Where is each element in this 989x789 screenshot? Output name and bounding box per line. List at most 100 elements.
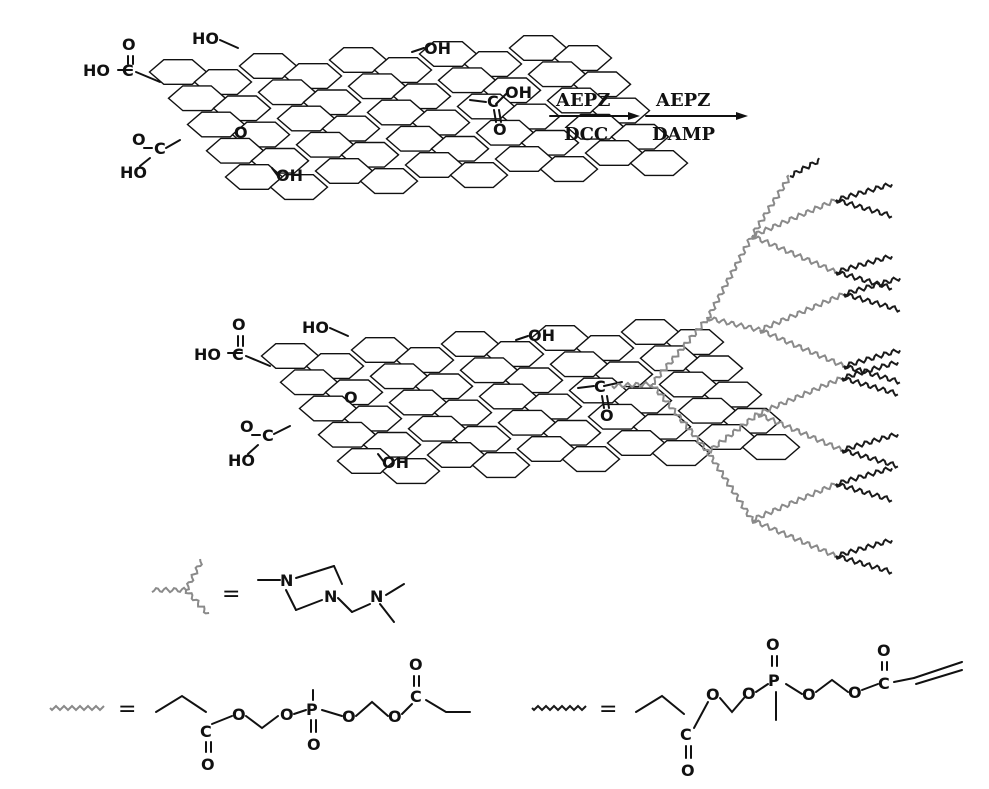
graphene-ring bbox=[205, 137, 265, 164]
graphene-ring bbox=[359, 167, 419, 195]
graphene-ring bbox=[328, 47, 388, 74]
outer-o1: O bbox=[706, 685, 720, 704]
arrowhead-step1 bbox=[628, 112, 640, 120]
top-carboxyl-oh-2: OH bbox=[505, 83, 532, 102]
graphene-ring bbox=[494, 145, 554, 173]
outer-c1: C bbox=[680, 725, 692, 744]
branch-point-icon bbox=[151, 558, 210, 615]
graphene-ring bbox=[459, 357, 519, 384]
graphene-ring bbox=[561, 446, 621, 473]
graphene-ring bbox=[565, 113, 625, 140]
graphene-ring bbox=[741, 434, 801, 461]
graphene-ring bbox=[295, 131, 355, 158]
bottom-sheet-bonds bbox=[227, 327, 623, 463]
graphene-ring bbox=[407, 415, 467, 442]
outer-o4: O bbox=[848, 683, 862, 702]
dendrimer-end-group bbox=[843, 292, 901, 313]
legend-inner-chain: = C O O O P O O O C O bbox=[49, 655, 471, 774]
graphene-ring bbox=[260, 343, 320, 369]
bottom-carboxyl-c-3: C bbox=[262, 426, 274, 445]
dendrimer-end-group bbox=[835, 466, 893, 487]
graphene-ring bbox=[238, 53, 298, 80]
graphene-ring bbox=[530, 325, 590, 351]
graphene-ring bbox=[148, 59, 208, 86]
dendrimer-branch-gen1 bbox=[650, 383, 710, 452]
inner-o4: O bbox=[388, 707, 402, 726]
dendrimer-end-group bbox=[841, 448, 899, 469]
dendrimer-end-group bbox=[843, 276, 901, 297]
graphene-ring bbox=[587, 403, 647, 430]
outer-chain-icon bbox=[531, 704, 587, 712]
dendrimer-end-group bbox=[835, 270, 893, 291]
graphene-ring bbox=[381, 458, 441, 485]
graphene-ring bbox=[677, 397, 737, 424]
inner-p: P bbox=[306, 700, 318, 719]
dendrimer-branch-gen3 bbox=[759, 329, 845, 368]
top-hydroxyl-right: OH bbox=[424, 39, 451, 58]
top-sheet-bonds bbox=[117, 39, 507, 177]
top-epoxy-o: O bbox=[234, 123, 248, 142]
dendrimer-branch-gen2 bbox=[706, 451, 754, 521]
graphene-ring bbox=[475, 119, 535, 146]
top-carboxyl-c-2: C bbox=[487, 92, 499, 111]
top-carboxyl-o-1: O bbox=[122, 35, 136, 54]
graphene-ring bbox=[279, 369, 339, 396]
reaction-arrows: AEPZ DCC AEPZ DAMP bbox=[549, 90, 748, 145]
dendrimer-end-group bbox=[835, 538, 893, 559]
dendrimer-branch-gen3 bbox=[751, 519, 837, 558]
graphene-ring bbox=[658, 371, 718, 398]
graphene-ring bbox=[546, 87, 606, 114]
graphene-ring bbox=[471, 452, 531, 479]
graphene-ring bbox=[549, 351, 609, 378]
branch-icon-arm bbox=[185, 558, 203, 591]
inner-o1: O bbox=[232, 705, 246, 724]
graphene-ring bbox=[508, 35, 568, 61]
dendrimer-end-group bbox=[789, 157, 820, 179]
top-hydroxyl-bottom: OH bbox=[276, 166, 303, 185]
graphene-ring bbox=[527, 61, 587, 88]
bottom-carboxyl-c-1: C bbox=[232, 345, 244, 364]
outer-p-o: O bbox=[766, 635, 780, 654]
legend-outer-equals: = bbox=[599, 697, 617, 722]
inner-p-o: O bbox=[307, 735, 321, 754]
inner-c1-o: O bbox=[201, 755, 215, 774]
graphene-ring bbox=[385, 125, 445, 152]
outer-o2: O bbox=[742, 684, 756, 703]
inner-c1: C bbox=[200, 722, 212, 741]
outer-c2-o: O bbox=[877, 641, 891, 660]
outer-o3: O bbox=[802, 685, 816, 704]
dendrimer-end-group bbox=[843, 348, 901, 369]
inner-chain-icon bbox=[49, 704, 105, 712]
graphene-ring bbox=[651, 440, 711, 467]
dendrimer-end-group bbox=[841, 360, 899, 381]
bottom-hydroxyl-bottom: OH bbox=[382, 453, 409, 472]
graphene-ring bbox=[404, 151, 464, 179]
branch-icon-arm bbox=[184, 589, 210, 615]
dendrimer-branch-gen3 bbox=[751, 482, 838, 523]
bottom-epoxy-o: O bbox=[344, 388, 358, 407]
dendrimer-branch-gen1 bbox=[651, 316, 709, 385]
graphene-ring bbox=[426, 442, 486, 468]
inner-chain-structure: C O O O P O O O C O bbox=[155, 655, 471, 774]
bottom-sheet-labels: HO OH O HO C O C O O C HO OH bbox=[194, 315, 614, 472]
dendrimer-stem bbox=[611, 380, 653, 390]
dendrimer-end-group bbox=[835, 198, 893, 219]
branch-icon-arm bbox=[151, 586, 187, 594]
graphene-ring bbox=[497, 409, 557, 436]
dendrimer-branch-gen3 bbox=[751, 198, 838, 239]
inner-c2: C bbox=[410, 687, 422, 706]
dendrimer-end-group bbox=[835, 554, 893, 575]
bottom-hydroxyl-left: HO bbox=[302, 318, 329, 337]
dendrimer-branch-gen3 bbox=[757, 413, 843, 452]
arrowhead-step2 bbox=[736, 112, 748, 120]
inner-o3: O bbox=[342, 707, 356, 726]
outer-p: P bbox=[768, 671, 780, 690]
dendrimer-end-group bbox=[835, 182, 893, 203]
graphene-ring bbox=[629, 149, 689, 177]
graphene-ring bbox=[437, 67, 497, 94]
dendrimer-end-group bbox=[835, 254, 893, 275]
legend-inner-equals: = bbox=[118, 697, 136, 722]
graphene-ring bbox=[606, 430, 666, 456]
dendrimer-end-group bbox=[835, 482, 893, 503]
